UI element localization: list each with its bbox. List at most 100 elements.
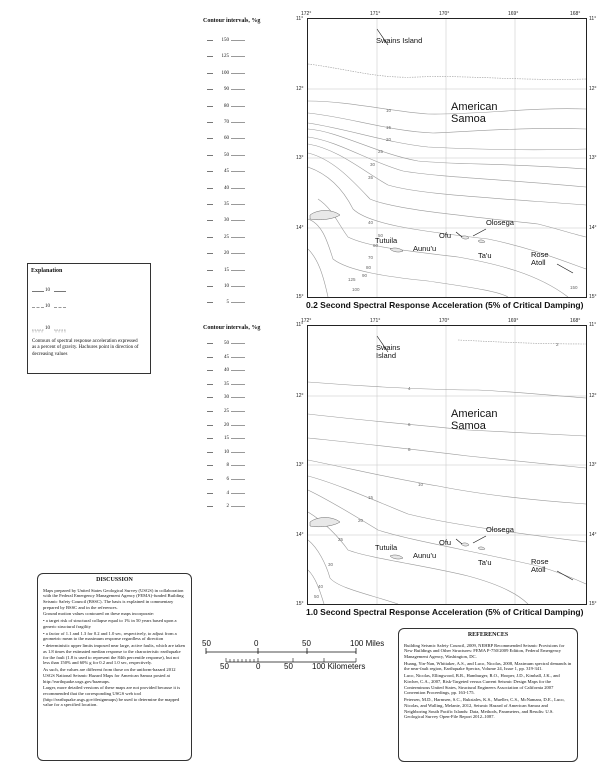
contour-value-label: 50 <box>314 594 320 599</box>
place-swains-island[interactable]: Swains Island <box>376 343 401 360</box>
lon-label: 170° <box>439 11 450 17</box>
contour-interval-tick <box>207 105 213 107</box>
contour-interval-row: 20 <box>207 251 245 256</box>
contour-interval-tick <box>207 411 213 412</box>
explanation-title: Explanation <box>31 268 63 274</box>
place-rose-atoll[interactable]: Rose Atoll <box>531 557 549 574</box>
contour-interval-tick <box>207 56 213 58</box>
contour-interval-value: 35 <box>224 381 229 387</box>
contour-value-label: 25 <box>338 537 344 542</box>
contour-interval-row: 30 <box>207 218 245 223</box>
contour-interval-value: 60 <box>224 136 229 142</box>
contour-interval-value: 6 <box>226 477 230 482</box>
contour-interval-value: 15 <box>224 436 229 442</box>
callout-lines-top <box>376 28 574 274</box>
contour-interval-row: 35 <box>207 202 245 207</box>
contour-value-label: 10 <box>386 108 392 113</box>
scale-miles-label: 50 <box>302 639 311 648</box>
contour-interval-tick <box>207 286 213 287</box>
references-title: REFERENCES <box>467 632 509 638</box>
place-ofu[interactable]: Ofu <box>439 231 452 240</box>
contour-value-label: 8 <box>408 447 411 452</box>
contour-interval-value: 25 <box>224 409 229 414</box>
place-olosega[interactable]: Olosega <box>486 218 514 227</box>
place-aunuu[interactable]: Aunu'u <box>413 244 437 253</box>
contour-interval-line <box>231 479 245 480</box>
lat-label-right: 14° <box>589 532 597 538</box>
place-olosega[interactable]: Olosega <box>486 525 514 534</box>
contour-interval-line <box>231 302 245 304</box>
contour-interval-row: 25 <box>207 409 245 414</box>
place-tutuila[interactable]: Tutuila <box>375 543 398 552</box>
place-rose-atoll[interactable]: Rose Atoll <box>531 250 549 267</box>
lon-label: 168° <box>570 318 581 324</box>
contour-interval-line <box>231 492 245 494</box>
contour-interval-line <box>231 105 245 107</box>
place-tau[interactable]: Ta'u <box>478 251 492 260</box>
contour-interval-tick <box>207 171 213 173</box>
contour-interval-line <box>231 40 245 41</box>
lat-label: 13° <box>296 462 304 468</box>
discussion-bullet: • deterministic upper limits imposed nea… <box>43 643 185 666</box>
lat-label: 11° <box>296 322 304 328</box>
discussion-paragraph: As such, the values are different from t… <box>43 667 176 684</box>
contour-interval-line <box>231 171 245 173</box>
contour-interval-line <box>231 154 245 156</box>
contour-interval-value: 10 <box>224 449 229 455</box>
reference-item: Huang, Yin-Nan, Whittaker, A.S., and Luc… <box>404 660 572 672</box>
reference-item: Petersen, M.D., Harmsen, S.C., Rukstales… <box>404 697 565 720</box>
contour-interval-row: 4 <box>207 491 245 496</box>
contour-value-label: 35 <box>368 175 374 180</box>
contour-value-label: 40 <box>368 220 374 225</box>
contour-interval-row: 50 <box>207 341 245 346</box>
explanation-text: Contours of spectral response accelerati… <box>32 339 139 357</box>
lat-label-right: 15° <box>589 601 597 607</box>
contour-value-label: 15 <box>386 125 392 130</box>
place-tutuila[interactable]: Tutuila <box>375 236 398 245</box>
place-ofu[interactable]: Ofu <box>439 538 452 547</box>
contour-interval-tick <box>207 138 213 140</box>
place-american-samoa[interactable]: American Samoa <box>451 408 498 432</box>
lat-label-right: 13° <box>589 462 597 468</box>
discussion-bullet: • a factor of 1.1 and 1.3 for 0.2 and 1.… <box>43 630 177 642</box>
lat-label-right: 14° <box>589 225 597 231</box>
lon-label: 172° <box>301 11 312 17</box>
contour-interval-row: 60 <box>207 136 245 141</box>
contour-interval-line <box>231 506 245 508</box>
contour-interval-value: 125 <box>221 54 230 60</box>
discussion-box: DISCUSSION Maps prepared by United State… <box>37 573 192 761</box>
place-tau[interactable]: Ta'u <box>478 558 492 567</box>
contour-interval-line <box>231 122 245 123</box>
lat-label: 14° <box>296 532 304 538</box>
lat-label: 12° <box>296 393 304 399</box>
contour-interval-tick <box>207 154 213 156</box>
contour-value-label: 50 <box>378 233 384 238</box>
place-aunuu[interactable]: Aunu'u <box>413 551 437 560</box>
lat-label: 15° <box>296 601 304 607</box>
contour-value-label: 70 <box>368 255 374 260</box>
contour-interval-tick <box>207 220 213 222</box>
place-american-samoa[interactable]: American Samoa <box>451 101 498 125</box>
lat-label-right: 13° <box>589 155 597 161</box>
contour-interval-tick <box>207 397 213 399</box>
place-swains-island[interactable]: Swains Island <box>376 37 422 45</box>
scale-km-label: 100 Kilometers <box>312 662 366 671</box>
contour-interval-tick <box>207 89 213 91</box>
contour-scale-title-top: Contour intervals, %g <box>203 18 261 24</box>
contour-interval-line <box>231 397 245 399</box>
contour-interval-tick <box>207 356 213 358</box>
contour-interval-value: 20 <box>224 422 229 428</box>
lat-label-right: 15° <box>589 294 597 300</box>
contour-interval-row: 100 <box>207 71 245 76</box>
contour-interval-row: 15 <box>207 268 245 273</box>
explanation-row-solid: 10 <box>32 288 92 294</box>
contour-interval-row: 10 <box>207 450 245 455</box>
contour-interval-line <box>231 451 245 453</box>
contour-interval-line <box>231 89 245 91</box>
contour-interval-line <box>231 370 245 372</box>
explanation-row-label: 10 <box>45 326 50 331</box>
contour-interval-row: 15 <box>207 436 245 441</box>
